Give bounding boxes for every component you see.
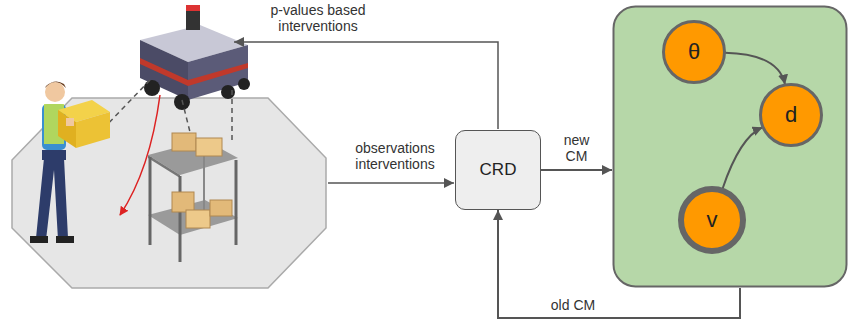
causal-model-group: θ d v: [612, 5, 848, 288]
variable-circle: d: [759, 83, 823, 147]
sensor-ray: [104, 80, 150, 128]
robot-path: [120, 95, 160, 215]
variable-circle: v: [678, 186, 746, 254]
sensor-ray: [182, 100, 190, 132]
sensor-ray: [231, 90, 233, 140]
node-text: v: [707, 207, 718, 233]
node-text: θ: [688, 39, 700, 65]
connector: [723, 127, 763, 188]
connector: [725, 53, 785, 85]
flow-arrow: [234, 42, 498, 129]
process-box: CRD: [455, 130, 541, 210]
arrow-label: p-values based interventions: [250, 2, 386, 34]
floor: [12, 98, 326, 288]
group-outline: [614, 7, 847, 287]
edge-label: new CM: [555, 132, 599, 164]
worker: [30, 81, 110, 243]
arrow-label: observations interventions: [345, 140, 445, 172]
node-text: d: [785, 102, 797, 128]
shelf: [148, 133, 238, 262]
robot: [140, 5, 250, 110]
flow-arrow: [328, 182, 454, 184]
connector: [541, 169, 612, 171]
variable-circle: θ: [662, 20, 726, 84]
edge-label: old CM: [538, 297, 608, 313]
node-text: CRD: [480, 160, 517, 180]
